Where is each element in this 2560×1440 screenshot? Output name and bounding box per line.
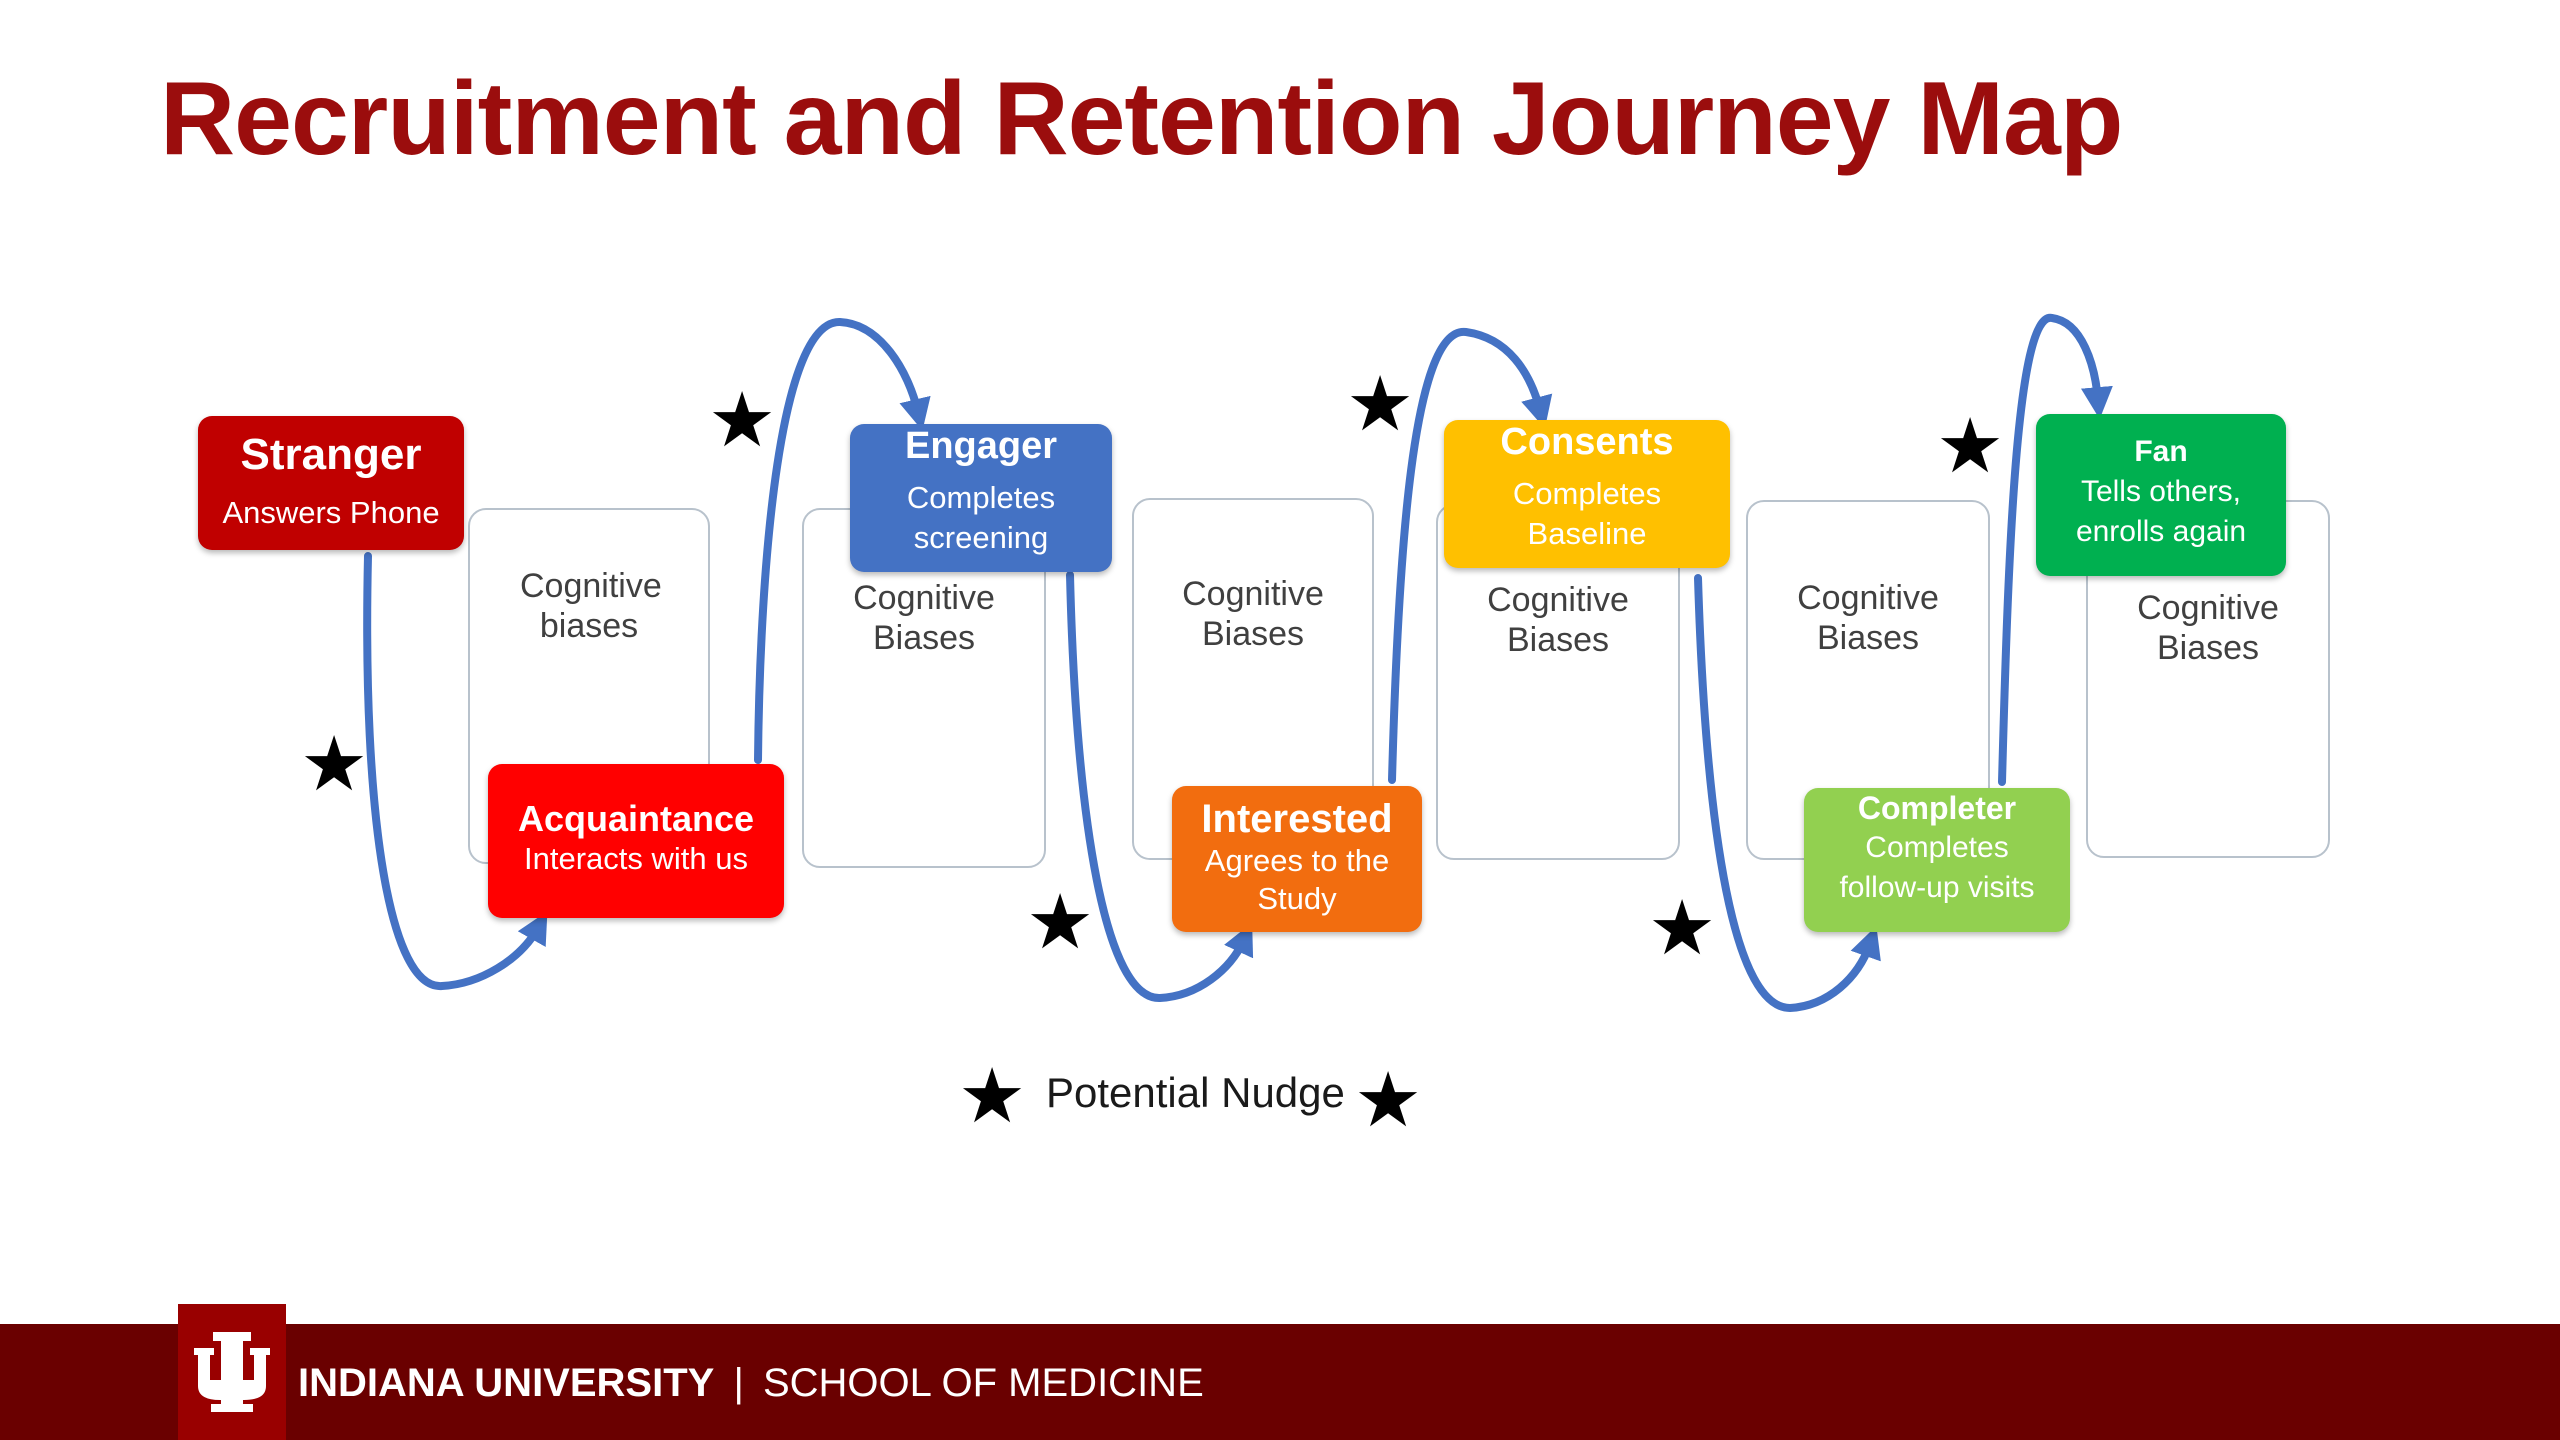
arrow-acquaintance-to-engager: [754, 317, 931, 764]
footer-text: INDIANA UNIVERSITY | SCHOOL OF MEDICINE: [298, 1357, 1204, 1409]
star-icon: ★: [958, 1051, 1027, 1140]
panel-label: Cognitive Biases: [1487, 581, 1629, 659]
legend-label: Potential Nudge: [1046, 1069, 1345, 1116]
stage-engager: Engager Completes screening: [850, 424, 1112, 572]
arrow-engager-to-interested: [1066, 571, 1254, 1003]
stage-desc: Completes screening: [906, 480, 1056, 555]
arrow-stranger-to-acquaintance: [363, 552, 548, 991]
footer-separator: |: [733, 1361, 744, 1405]
panel-label: Cognitive Biases: [1797, 579, 1939, 657]
stage-desc: Answers Phone: [222, 495, 440, 530]
stage-fan: Fan Tells others, enrolls again: [2036, 414, 2286, 576]
stage-acquaintance: Acquaintance Interacts with us: [488, 764, 784, 918]
iu-trident-icon: [178, 1304, 286, 1440]
star-icon: ★: [300, 719, 369, 808]
stage-interested: Interested Agrees to the Study: [1172, 786, 1422, 932]
arrow-consents-to-completer: [1694, 574, 1881, 1013]
star-icon: ★: [1026, 877, 1095, 966]
star-icon: ★: [1648, 883, 1717, 972]
stage-name: Engager: [904, 425, 1058, 467]
footer-university: INDIANA UNIVERSITY: [298, 1361, 715, 1405]
stage-name: Completer: [1857, 790, 2017, 826]
star-icon: ★: [1346, 359, 1415, 448]
panel-label: Cognitive Biases: [1182, 575, 1324, 653]
stage-name: Stranger: [240, 430, 422, 479]
stage-stranger: Stranger Answers Phone: [198, 416, 464, 550]
page-title: Recruitment and Retention Journey Map: [160, 61, 2123, 177]
stage-name: Fan: [2134, 435, 2188, 468]
panel-label: Cognitive biases: [520, 567, 662, 645]
stage-desc: Completes Baseline: [1512, 476, 1662, 551]
stage-consents: Consents Completes Baseline: [1444, 420, 1730, 568]
panel-label: Cognitive Biases: [2137, 589, 2279, 667]
stage-name: Interested: [1201, 797, 1393, 841]
stage-desc: Agrees to the Study: [1204, 843, 1390, 916]
arrow-interested-to-consents: [1388, 327, 1553, 784]
stage-desc: Tells others, enrolls again: [2075, 475, 2247, 548]
stage-desc: Completes follow-up visits: [1839, 831, 2035, 904]
panel-label: Cognitive Biases: [853, 579, 995, 657]
stage-desc: Interacts with us: [524, 841, 748, 876]
star-icon: ★: [708, 375, 777, 464]
stage-name: Acquaintance: [517, 798, 755, 839]
star-icon: ★: [1936, 401, 2005, 490]
stage-name: Consents: [1500, 421, 1674, 463]
star-icon: ★: [1354, 1055, 1423, 1144]
stage-completer: Completer Completes follow-up visits: [1804, 788, 2070, 932]
arrow-completer-to-fan: [1998, 313, 2113, 786]
footer-school: SCHOOL OF MEDICINE: [762, 1361, 1204, 1405]
footer-bar: [0, 1324, 2560, 1440]
